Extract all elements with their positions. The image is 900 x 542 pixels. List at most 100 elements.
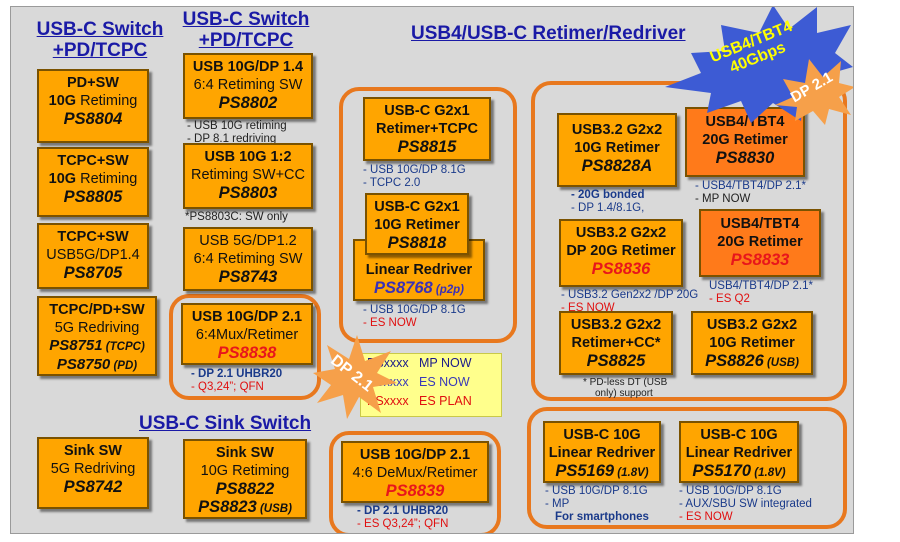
group-ps8838 <box>169 294 321 400</box>
chip-ps8805-l2b: Retiming <box>76 171 138 187</box>
group-redriver-retimer <box>339 87 517 343</box>
chip-ps8803-part: PS8803 <box>218 184 278 202</box>
chip-ps8826-part-suffix: (USB) <box>763 357 799 369</box>
chip-ps8743-part: PS8743 <box>218 268 278 286</box>
chip-ps8838-l1: USB 10G/DP 2.1 <box>191 309 303 325</box>
note-ps8836-a: - USB3.2 Gen2x2 /DP 20G <box>561 289 699 301</box>
chip-ps8826-part: PS8826 <box>705 352 764 370</box>
chip-ps5169-part-suffix: (1.8V) <box>614 467 649 479</box>
chip-ps8836[interactable]: USB3.2 G2x2 DP 20G Retimer PS8836 <box>559 219 683 287</box>
chip-ps5169[interactable]: USB-C 10G Linear Redriver PS5169 (1.8V) <box>543 421 661 483</box>
header-switch-left-line1: USB-C Switch <box>36 19 164 40</box>
note-ps8802-a: - USB 10G retiming <box>187 120 287 132</box>
chip-ps8815[interactable]: USB-C G2x1 Retimer+TCPC PS8815 <box>363 97 491 161</box>
chip-ps8802-l2: 6:4 Retiming SW <box>193 77 303 93</box>
chip-ps8705[interactable]: TCPC+SW USB5G/DP1.4 PS8705 <box>37 223 149 289</box>
chip-ps5170-l1: USB-C 10G <box>700 427 778 443</box>
header-switch-mid-line1: USB-C Switch <box>182 9 310 30</box>
chip-ps8830-part: PS8830 <box>715 149 775 167</box>
chip-ps8805[interactable]: TCPC+SW 10G Retiming PS8805 <box>37 147 149 217</box>
chip-ps8804-l1: PD+SW <box>67 75 119 91</box>
chip-ps8825-l2: Retimer+CC* <box>571 335 661 351</box>
note-ps8833-b: - ES Q2 <box>709 293 750 305</box>
note-ps8803-a: *PS8803C: SW only <box>185 211 288 223</box>
chip-ps8804-l2b: Retiming <box>76 93 138 109</box>
chip-ps8822[interactable]: Sink SW 10G Retiming PS8822 PS8823 (USB) <box>183 439 307 519</box>
chip-ps8805-part: PS8805 <box>63 188 123 206</box>
note-ps8839-b: - ES Q3,24”; QFN <box>357 518 449 530</box>
chip-ps8825[interactable]: USB3.2 G2x2 Retimer+CC* PS8825 <box>559 311 673 375</box>
legend-status-es: ES NOW <box>419 375 470 389</box>
note-ps8825-b: only) support <box>595 388 653 399</box>
burst-dp21-mid <box>313 335 397 419</box>
chip-ps8839-l1: USB 10G/DP 2.1 <box>359 447 471 463</box>
chip-ps8802-part: PS8802 <box>218 94 278 112</box>
chip-ps8802-l1: USB 10G/DP 1.4 <box>192 59 304 75</box>
chip-ps8818[interactable]: USB-C G2x1 10G Retimer PS8818 <box>365 193 469 255</box>
chip-ps8826-l1: USB3.2 G2x2 <box>706 317 798 333</box>
chip-ps8803-l2: Retiming SW+CC <box>190 167 305 183</box>
chip-ps8768-part-suffix: (p2p) <box>432 284 465 296</box>
chip-ps8804-part: PS8804 <box>63 110 123 128</box>
chip-ps8804[interactable]: PD+SW 10G Retiming PS8804 <box>37 69 149 143</box>
chip-ps8705-part: PS8705 <box>63 264 123 282</box>
header-retimer: USB4/USB-C Retimer/Redriver <box>411 23 686 44</box>
chip-ps8805-l2a: 10G <box>48 171 77 187</box>
chip-ps8833-l1: USB4/TBT4 <box>720 216 800 232</box>
chip-ps8805-l1: TCPC+SW <box>57 153 129 169</box>
chip-ps8802[interactable]: USB 10G/DP 1.4 6:4 Retiming SW PS8802 <box>183 53 313 119</box>
chip-ps8833-part: PS8833 <box>730 251 790 269</box>
chip-ps8750-part2: PS8750 <box>56 356 111 373</box>
note-ps8768-a: - USB 10G/DP 8.1G <box>363 304 466 316</box>
chip-ps8751-part1: PS8751 <box>49 337 103 354</box>
chip-ps8743[interactable]: USB 5G/DP1.2 6:4 Retiming SW PS8743 <box>183 227 313 291</box>
header-sink-switch: USB-C Sink Switch <box>139 413 312 434</box>
chip-ps8743-l2: 6:4 Retiming SW <box>193 251 303 267</box>
note-ps5170-a: - USB 10G/DP 8.1G <box>679 485 782 497</box>
chip-ps8838-l2: 6:4Mux/Retimer <box>195 327 299 343</box>
header-switch-left: USB-C Switch +PD/TCPC <box>35 19 165 61</box>
chip-ps8833[interactable]: USB4/TBT4 20G Retimer PS8833 <box>699 209 821 277</box>
chip-ps8838-part: PS8838 <box>217 344 277 362</box>
chip-ps8803[interactable]: USB 10G 1:2 Retiming SW+CC PS8803 <box>183 143 313 209</box>
burst-dp21-top <box>775 59 853 125</box>
chip-ps8828a-l2: 10G Retimer <box>574 140 660 156</box>
chip-ps8705-l1: TCPC+SW <box>57 229 129 245</box>
chip-ps5169-l1: USB-C 10G <box>563 427 641 443</box>
chip-ps8822-part1: PS8822 <box>215 480 275 498</box>
note-ps5169-a: - USB 10G/DP 8.1G <box>545 485 648 497</box>
chip-ps8751[interactable]: TCPC/PD+SW 5G Redriving PS8751 (TCPC) PS… <box>37 296 157 376</box>
chip-ps8822-l1: Sink SW <box>215 445 274 461</box>
legend-status-plan: ES PLAN <box>419 394 472 408</box>
chip-ps8743-l1: USB 5G/DP1.2 <box>199 233 297 249</box>
note-ps8833-a: USB4/TBT4/DP 2.1* <box>709 280 813 292</box>
header-switch-mid: USB-C Switch +PD/TCPC <box>177 9 315 51</box>
chip-ps8826[interactable]: USB3.2 G2x2 10G Retimer PS8826 (USB) <box>691 311 813 375</box>
chip-ps5170[interactable]: USB-C 10G Linear Redriver PS5170 (1.8V) <box>679 421 799 483</box>
chip-ps8804-l2a: 10G <box>48 93 77 109</box>
note-ps8838-b: - Q3,24”; QFN <box>191 381 264 393</box>
chip-ps8768-l1: Linear Redriver <box>365 262 473 278</box>
chip-ps8825-l1: USB3.2 G2x2 <box>570 317 662 333</box>
chip-ps8742[interactable]: Sink SW 5G Redriving PS8742 <box>37 437 149 509</box>
chip-ps8836-l2: DP 20G Retimer <box>566 243 676 259</box>
note-ps5170-c: - ES NOW <box>679 511 733 523</box>
chip-ps8751-l1: TCPC/PD+SW <box>49 302 145 318</box>
legend-status-mp: MP NOW <box>419 356 472 370</box>
note-ps8828-a: - 20G bonded <box>571 189 645 201</box>
note-ps5169-c: For smartphones <box>555 511 649 523</box>
chip-ps8751-l2: 5G Redriving <box>54 320 140 336</box>
chip-ps8838[interactable]: USB 10G/DP 2.1 6:4Mux/Retimer PS8838 <box>181 303 313 365</box>
chip-ps8815-l2: Retimer+TCPC <box>376 121 478 137</box>
chip-ps5170-l2: Linear Redriver <box>685 445 793 461</box>
chip-ps8742-l2: 5G Redriving <box>50 461 136 477</box>
note-ps8815-a: - USB 10G/DP 8.1G <box>363 164 466 176</box>
chip-ps8751-part1-suffix: (TCPC) <box>102 341 145 353</box>
chip-ps8836-part: PS8836 <box>591 260 651 278</box>
chip-ps8836-l1: USB3.2 G2x2 <box>575 225 667 241</box>
chip-ps8839[interactable]: USB 10G/DP 2.1 4:6 DeMux/Retimer PS8839 <box>341 441 489 503</box>
note-ps8825-a: * PD-less DT (USB <box>583 377 668 388</box>
chip-ps8828a[interactable]: USB3.2 G2x2 10G Retimer PS8828A <box>557 113 677 187</box>
note-ps5169-b: - MP <box>545 498 570 510</box>
group-ps8839 <box>329 431 501 533</box>
